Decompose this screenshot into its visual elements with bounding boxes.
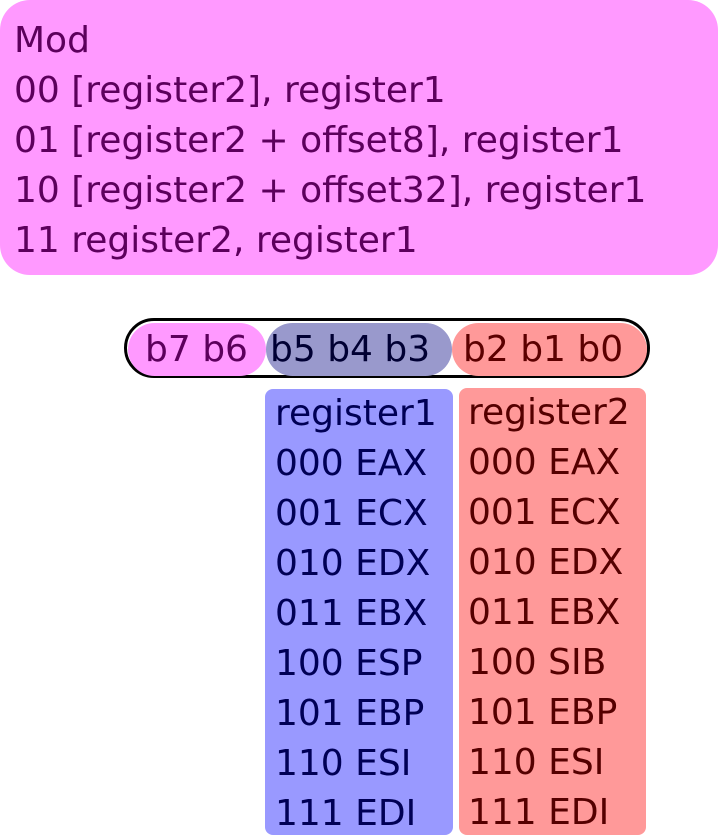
register2-bits-segment: b2 b1 b0 xyxy=(452,323,647,376)
register2-row: 000 EAX xyxy=(468,442,621,483)
register1-row: 011 EBX xyxy=(275,593,428,634)
register1-title: register1 xyxy=(275,393,437,434)
mod-row-01: 01 [register2 + offset8], register1 xyxy=(14,120,624,161)
register2-table: register2 000 EAX 001 ECX 010 EDX 011 EB… xyxy=(459,388,646,835)
register2-title: register2 xyxy=(468,392,630,433)
register1-row: 001 ECX xyxy=(275,493,428,534)
mod-row-00: 00 [register2], register1 xyxy=(14,70,446,111)
mod-title: Mod xyxy=(14,20,90,61)
register2-row: 111 EDI xyxy=(468,792,610,833)
register1-bits-label: b5 b4 b3 xyxy=(270,329,431,370)
mod-bits-segment: b7 b6 xyxy=(128,323,266,376)
register2-row: 010 EDX xyxy=(468,542,624,583)
register1-row: 100 ESP xyxy=(275,643,423,684)
register2-row: 001 ECX xyxy=(468,492,621,533)
register1-row: 000 EAX xyxy=(275,443,428,484)
register1-table: register1 000 EAX 001 ECX 010 EDX 011 EB… xyxy=(265,389,453,835)
mod-row-10: 10 [register2 + offset32], register1 xyxy=(14,170,647,211)
register2-bits-label: b2 b1 b0 xyxy=(463,329,624,370)
mod-row-11: 11 register2, register1 xyxy=(14,220,418,261)
mod-table: Mod 00 [register2], register1 01 [regist… xyxy=(0,0,718,275)
register2-row: 110 ESI xyxy=(468,742,605,783)
register2-row: 101 EBP xyxy=(468,692,618,733)
register1-bits-segment: b5 b4 b3 xyxy=(266,323,452,376)
register2-row: 011 EBX xyxy=(468,592,621,633)
register1-row: 010 EDX xyxy=(275,543,431,584)
modrm-byte-bits: b7 b6 b5 b4 b3 b2 b1 b0 xyxy=(124,318,650,378)
register1-row: 110 ESI xyxy=(275,743,412,784)
register1-row: 111 EDI xyxy=(275,793,417,834)
mod-bits-label: b7 b6 xyxy=(145,329,248,370)
register2-row: 100 SIB xyxy=(468,642,607,683)
register1-row: 101 EBP xyxy=(275,693,425,734)
